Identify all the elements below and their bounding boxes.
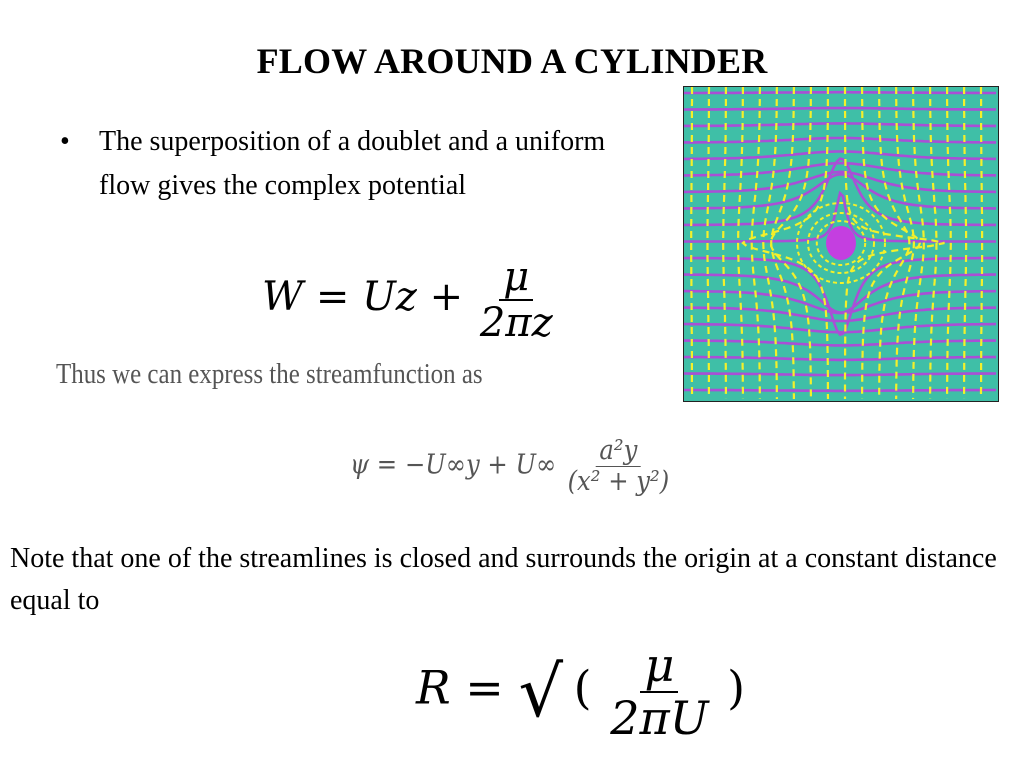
potential-line	[878, 87, 911, 399]
complex-potential-equation: W = Uz + μ 2πz	[262, 255, 557, 345]
eq-w-plus: +	[429, 274, 464, 320]
potential-line	[843, 87, 945, 399]
potential-line	[861, 87, 922, 399]
streamline	[684, 339, 996, 347]
eq-psi-numerator: a²y	[595, 436, 641, 467]
eq-r-close-paren: )	[727, 660, 746, 715]
streamline	[684, 388, 996, 393]
flow-field-figure	[683, 86, 999, 402]
potential-line	[741, 86, 830, 400]
streamline	[684, 157, 996, 227]
doublet-ring	[815, 220, 867, 266]
streamline	[684, 372, 997, 377]
eq-r-fraction: μ 2πU	[606, 640, 712, 743]
streamline	[684, 150, 996, 161]
streamline	[684, 90, 996, 95]
eq-w-lhs: W	[262, 274, 304, 320]
sqrt-icon: √	[518, 650, 564, 733]
streamfunction-intro: Thus we can express the streamfunction a…	[56, 358, 483, 390]
potential-line	[706, 87, 711, 399]
streamline	[684, 355, 996, 362]
streamline	[684, 161, 997, 177]
slide-title: FLOW AROUND A CYLINDER	[256, 41, 768, 81]
potential-line	[750, 87, 761, 399]
potential-line	[929, 87, 938, 399]
eq-r-denominator: 2πU	[610, 690, 709, 745]
eq-r-open-paren: (	[573, 660, 592, 715]
eq-w-term1: Uz	[362, 274, 417, 320]
potential-line	[895, 86, 916, 400]
streamline	[684, 306, 997, 323]
streamline	[684, 106, 996, 111]
streamline	[684, 172, 996, 210]
eq-w-denominator: 2πz	[479, 300, 553, 346]
eq-w-fraction: μ 2πz	[476, 255, 557, 345]
potential-line	[722, 87, 727, 399]
potential-line	[737, 87, 744, 399]
radius-equation: R = √ ( μ 2πU )	[416, 640, 745, 743]
streamfunction-equation: ψ = −U∞y + U∞ a²y (x² + y²)	[350, 436, 673, 496]
potential-line	[912, 87, 925, 399]
bullet-text: The superposition of a doublet and a uni…	[99, 126, 606, 201]
flow-field-plot	[684, 86, 998, 401]
streamline	[684, 256, 996, 337]
potential-line	[690, 87, 694, 399]
eq-psi-denominator: (x² + y²)	[567, 465, 670, 497]
streamline	[684, 289, 997, 315]
streamline	[684, 122, 996, 128]
potential-line	[946, 87, 952, 399]
potential-line	[762, 86, 778, 400]
streamline	[684, 170, 997, 194]
streamline	[684, 322, 996, 334]
potential-line	[979, 87, 984, 399]
potential-line	[769, 87, 812, 399]
note-text: Note that one of the streamlines is clos…	[10, 543, 997, 616]
potential-line	[963, 87, 968, 399]
doublet-ring	[807, 212, 875, 274]
potential-line	[770, 87, 795, 399]
doublet-ring	[796, 202, 886, 284]
eq-psi-fraction: a²y (x² + y²)	[564, 436, 673, 496]
doublet-core	[826, 226, 856, 260]
eq-r-numerator: μ	[640, 640, 679, 693]
eq-psi-rhs: = −U∞y + U∞	[376, 449, 557, 481]
eq-w-equals: =	[315, 274, 350, 320]
eq-psi-lhs: ψ	[350, 449, 370, 481]
eq-w-numerator: μ	[499, 255, 534, 301]
bullet-mark: •	[60, 126, 70, 157]
eq-r-equals: =	[465, 660, 504, 715]
eq-r-lhs: R	[416, 660, 451, 715]
streamline	[684, 190, 996, 243]
streamline	[684, 136, 996, 144]
